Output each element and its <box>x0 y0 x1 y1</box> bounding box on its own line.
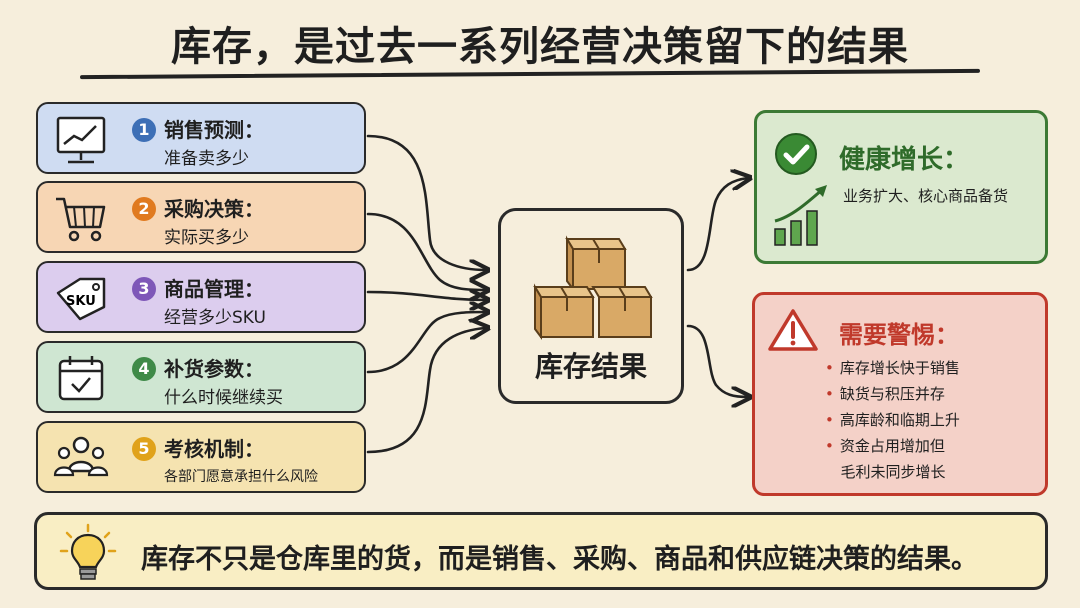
arrow-to-warning <box>686 324 748 397</box>
factor-title: 采购决策： <box>164 197 264 221</box>
warning-item: • 资金占用增加但 <box>825 433 960 459</box>
warning-item-text: 毛利未同步增长 <box>840 463 946 481</box>
factor-card-4: 4 补货参数： 什么时候继续买 <box>36 341 366 413</box>
bullet-dot <box>825 463 835 481</box>
warning-item-text: 高库龄和临期上升 <box>839 411 960 429</box>
people-group-icon <box>53 436 109 477</box>
factor-subtitle: 实际买多少 <box>164 228 249 248</box>
warning-triangle-icon <box>768 309 818 351</box>
factor-number: 3 <box>132 277 156 301</box>
stacked-boxes-icon <box>533 235 653 340</box>
factor-title: 销售预测： <box>164 118 264 142</box>
factor-title: 补货参数： <box>164 357 264 381</box>
bullet-dot: • <box>825 437 834 455</box>
factor-card-5: 5 考核机制： 各部门愿意承担什么风险 <box>36 421 366 493</box>
lightbulb-icon <box>59 523 117 580</box>
check-circle-icon <box>775 133 817 175</box>
takeaway-text: 库存不只是仓库里的货，而是销售、采购、商品和供应链决策的结果。 <box>141 544 978 575</box>
arrow-2 <box>366 212 486 290</box>
presentation-chart-icon <box>56 116 106 164</box>
bullet-dot: • <box>825 411 834 429</box>
calendar-check-icon <box>58 356 104 401</box>
factor-number: 4 <box>132 357 156 381</box>
arrow-1 <box>366 134 486 270</box>
factor-title: 考核机制： <box>164 437 264 461</box>
sku-tag-text: SKU <box>66 294 96 309</box>
warning-item: • 高库龄和临期上升 <box>825 407 960 433</box>
shopping-cart-icon <box>56 197 106 242</box>
takeaway-banner: 库存不只是仓库里的货，而是销售、采购、商品和供应链决策的结果。 <box>34 512 1048 590</box>
factor-card-1: 1 销售预测： 准备卖多少 <box>36 102 366 174</box>
warning-card: 需要警惕： • 库存增长快于销售 • 缺货与积压并存 • 高库龄和临期上升 • 资金占用增加但… <box>752 292 1048 496</box>
arrow-5 <box>366 328 486 454</box>
healthy-title: 健康增长： <box>839 145 970 175</box>
warning-item: • 库存增长快于销售 <box>825 355 960 381</box>
arrow-to-healthy <box>686 178 748 272</box>
warning-item: • 缺货与积压并存 <box>825 381 960 407</box>
factor-number: 1 <box>132 118 156 142</box>
warning-title: 需要警惕： <box>839 321 959 349</box>
arrow-4 <box>366 312 486 374</box>
factor-number: 2 <box>132 197 156 221</box>
warning-item-text: 资金占用增加但 <box>839 437 945 455</box>
inventory-result-label: 库存结果 <box>534 350 647 383</box>
warning-item-text: 缺货与积压并存 <box>839 385 945 403</box>
price-tag-icon: SKU <box>56 277 106 321</box>
bullet-dot: • <box>825 359 834 377</box>
factor-subtitle: 准备卖多少 <box>164 149 249 169</box>
arrow-3 <box>366 292 486 300</box>
factor-card-3: SKU 3 商品管理： 经营多少SKU <box>36 261 366 333</box>
factor-card-2: 2 采购决策： 实际买多少 <box>36 181 366 253</box>
page-title: 库存，是过去一系列经营决策留下的结果 <box>171 24 909 70</box>
warning-item-text: 库存增长快于销售 <box>839 359 960 377</box>
factor-subtitle: 各部门愿意承担什么风险 <box>164 469 318 485</box>
factor-title: 商品管理： <box>164 277 264 301</box>
factor-number: 5 <box>132 437 156 461</box>
factor-subtitle: 经营多少SKU <box>164 308 266 328</box>
inventory-result-box: 库存结果 <box>498 208 684 404</box>
healthy-growth-card: 健康增长： 业务扩大、核心商品备货 <box>754 110 1048 264</box>
bullet-dot: • <box>825 385 834 403</box>
growth-chart-icon <box>774 185 827 246</box>
warning-list: • 库存增长快于销售 • 缺货与积压并存 • 高库龄和临期上升 • 资金占用增加但 毛利未同步… <box>825 355 960 485</box>
warning-item: 毛利未同步增长 <box>825 459 960 485</box>
healthy-subtitle: 业务扩大、核心商品备货 <box>843 187 1009 205</box>
factor-subtitle: 什么时候继续买 <box>164 388 283 408</box>
